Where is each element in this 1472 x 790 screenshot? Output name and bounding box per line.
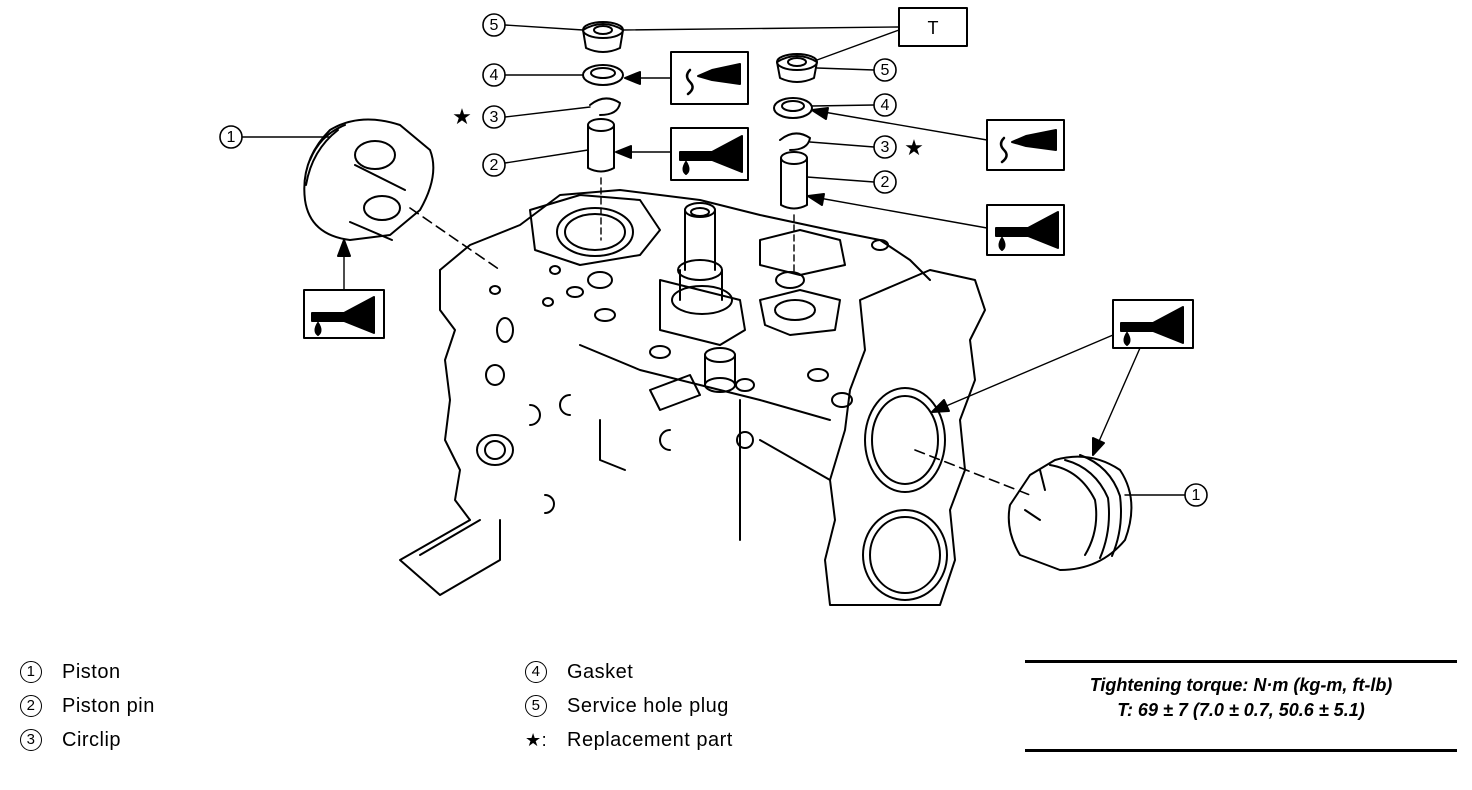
service-hole-plug-right	[776, 53, 818, 83]
callout-number: 3	[20, 729, 42, 751]
callout-number: 2	[20, 695, 42, 717]
oil-can-icon	[303, 239, 385, 339]
oil-can-icon	[807, 193, 1065, 256]
callout-number: 5	[525, 695, 547, 717]
circlip-right	[779, 132, 811, 151]
callout-piston-right: 1	[1124, 483, 1208, 507]
grease-brush-icon	[624, 51, 749, 105]
piston-pin-right	[780, 151, 808, 210]
callout-piston-left: 1	[219, 125, 331, 149]
callout-number: 4	[525, 661, 547, 683]
legend-item-gasket: 4 Gasket	[525, 655, 733, 689]
oil-can-icon	[931, 299, 1194, 456]
piston-left	[303, 118, 435, 241]
replacement-star-icon: ★:	[525, 729, 548, 750]
legend-label: Circlip	[62, 728, 122, 751]
callout-piston-pin-left: 2	[482, 149, 589, 177]
piston-pin-left	[587, 118, 615, 173]
grease-brush-icon	[811, 107, 1065, 171]
legend-label: Replacement part	[567, 728, 733, 751]
svg-text:2: 2	[881, 174, 890, 191]
legend-label: Service hole plug	[567, 694, 729, 717]
legend-middle: 4 Gasket 5 Service hole plug ★: Replacem…	[525, 655, 733, 757]
callout-service-hole-plug-left: 5	[482, 13, 584, 37]
piston-right-leader	[914, 449, 1031, 496]
cylinder-block	[399, 189, 986, 606]
legend-item-circlip: 3 Circlip	[20, 723, 155, 757]
svg-text:3: 3	[881, 139, 890, 156]
svg-text:1: 1	[1192, 487, 1201, 504]
svg-text:4: 4	[881, 97, 890, 114]
legend-label: Gasket	[567, 660, 634, 683]
callout-number: 1	[20, 661, 42, 683]
legend-label: Piston	[62, 660, 121, 683]
gasket-left	[582, 64, 624, 86]
callout-piston-pin-right: 2	[806, 170, 897, 194]
legend-label: Piston pin	[62, 694, 155, 717]
oil-can-icon	[615, 127, 749, 181]
legend-item-piston-pin: 2 Piston pin	[20, 689, 155, 723]
circlip-left	[589, 97, 621, 116]
piston-left-leader	[409, 207, 501, 271]
callout-gasket-right: 4	[811, 93, 897, 117]
torque-value: T: 69 ± 7 (7.0 ± 0.7, 50.6 ± 5.1)	[1117, 700, 1365, 720]
legend-item-piston: 1 Piston	[20, 655, 155, 689]
callout-circlip-right: 3 ★	[809, 135, 924, 160]
replacement-star-icon: ★	[452, 104, 472, 129]
torque-title: Tightening torque: N·m (kg-m, ft-lb)	[1089, 675, 1393, 695]
svg-text:3: 3	[490, 109, 499, 126]
svg-text:4: 4	[490, 67, 499, 84]
legend-left: 1 Piston 2 Piston pin 3 Circlip	[20, 655, 155, 757]
callout-circlip-left: 3 ★	[452, 104, 591, 129]
svg-text:2: 2	[490, 157, 499, 174]
piston-right	[1007, 454, 1133, 571]
torque-spec-box: Tightening torque: N·m (kg-m, ft-lb) T: …	[1025, 660, 1457, 752]
svg-text:T: T	[928, 18, 939, 38]
callout-gasket-left: 4	[482, 63, 584, 87]
callout-service-hole-plug-right: 5	[816, 58, 897, 82]
torque-label-box: T	[622, 7, 968, 61]
replacement-star-icon: ★	[904, 135, 924, 160]
service-hole-plug-left	[582, 21, 624, 53]
gasket-right	[773, 97, 813, 119]
svg-text:5: 5	[881, 62, 890, 79]
legend-item-replacement-part: ★: Replacement part	[525, 723, 733, 757]
legend-item-service-hole-plug: 5 Service hole plug	[525, 689, 733, 723]
piston-assembly-diagram: 1 1 5 4	[219, 7, 1208, 606]
svg-text:5: 5	[490, 17, 499, 34]
svg-text:1: 1	[227, 129, 236, 146]
